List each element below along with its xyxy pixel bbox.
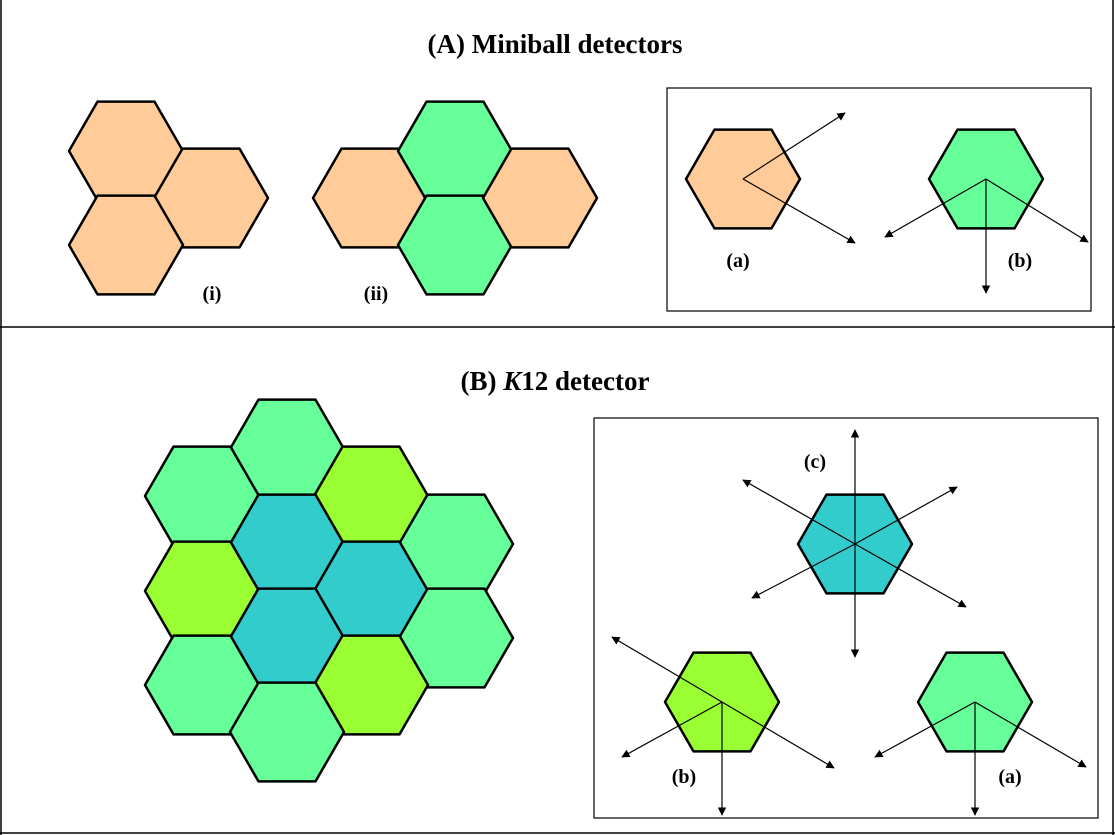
arrow-inset-b-c-up-left xyxy=(742,479,856,545)
arrow-inset-a-a-down-right xyxy=(742,178,856,244)
inset-b-label-c: (c) xyxy=(804,451,826,473)
arrow-inset-b-b-up-left xyxy=(611,636,723,703)
arrow-inset-b-b-down-left xyxy=(621,701,723,758)
inset-b-label-a: (a) xyxy=(998,766,1021,788)
inset-a-hex-b xyxy=(884,128,1089,294)
arrow-inset-a-b-right xyxy=(985,178,1089,243)
inset-a-hex-a xyxy=(684,112,856,244)
inset-a-label-a: (a) xyxy=(726,250,749,272)
inset-b-hex-b xyxy=(611,636,835,816)
inset-b-hex-c xyxy=(742,429,967,658)
arrow-inset-b-c-down-right xyxy=(854,543,967,608)
section-b-title-rest: 12 detector xyxy=(521,366,649,396)
inset-a-label-b: (b) xyxy=(1008,250,1032,272)
section-b-title-prefix: (B) xyxy=(461,366,504,396)
hex-cluster-ii-right xyxy=(481,147,599,249)
section-a-title: (A) Miniball detectors xyxy=(428,29,683,59)
arrow-inset-b-a-left xyxy=(874,701,976,758)
section-b-title: (B) K12 detector xyxy=(461,366,650,396)
arrow-inset-a-a-up-right xyxy=(742,112,846,180)
arrow-inset-b-c-down-left xyxy=(751,543,856,599)
section-b-inset-frame xyxy=(593,417,1099,819)
hex-cluster-i-bottom xyxy=(67,194,185,296)
inset-b-hex-a xyxy=(874,651,1087,816)
arrow-inset-b-c-up-right xyxy=(854,486,958,545)
section-b-title-italic: K xyxy=(502,366,523,396)
hex-k12-bottom xyxy=(228,681,346,783)
arrow-inset-b-b-down-right xyxy=(721,701,835,769)
arrow-inset-b-a-right xyxy=(974,701,1087,768)
arrow-inset-a-b-left xyxy=(884,178,987,238)
cluster-ii xyxy=(311,100,599,296)
cluster-ii-label: (ii) xyxy=(364,283,388,305)
cluster-i xyxy=(67,100,270,296)
cluster-i-label: (i) xyxy=(203,283,222,305)
inset-b-label-b: (b) xyxy=(672,766,696,788)
k12-cluster xyxy=(143,398,515,783)
section-a-inset-frame xyxy=(666,87,1092,312)
